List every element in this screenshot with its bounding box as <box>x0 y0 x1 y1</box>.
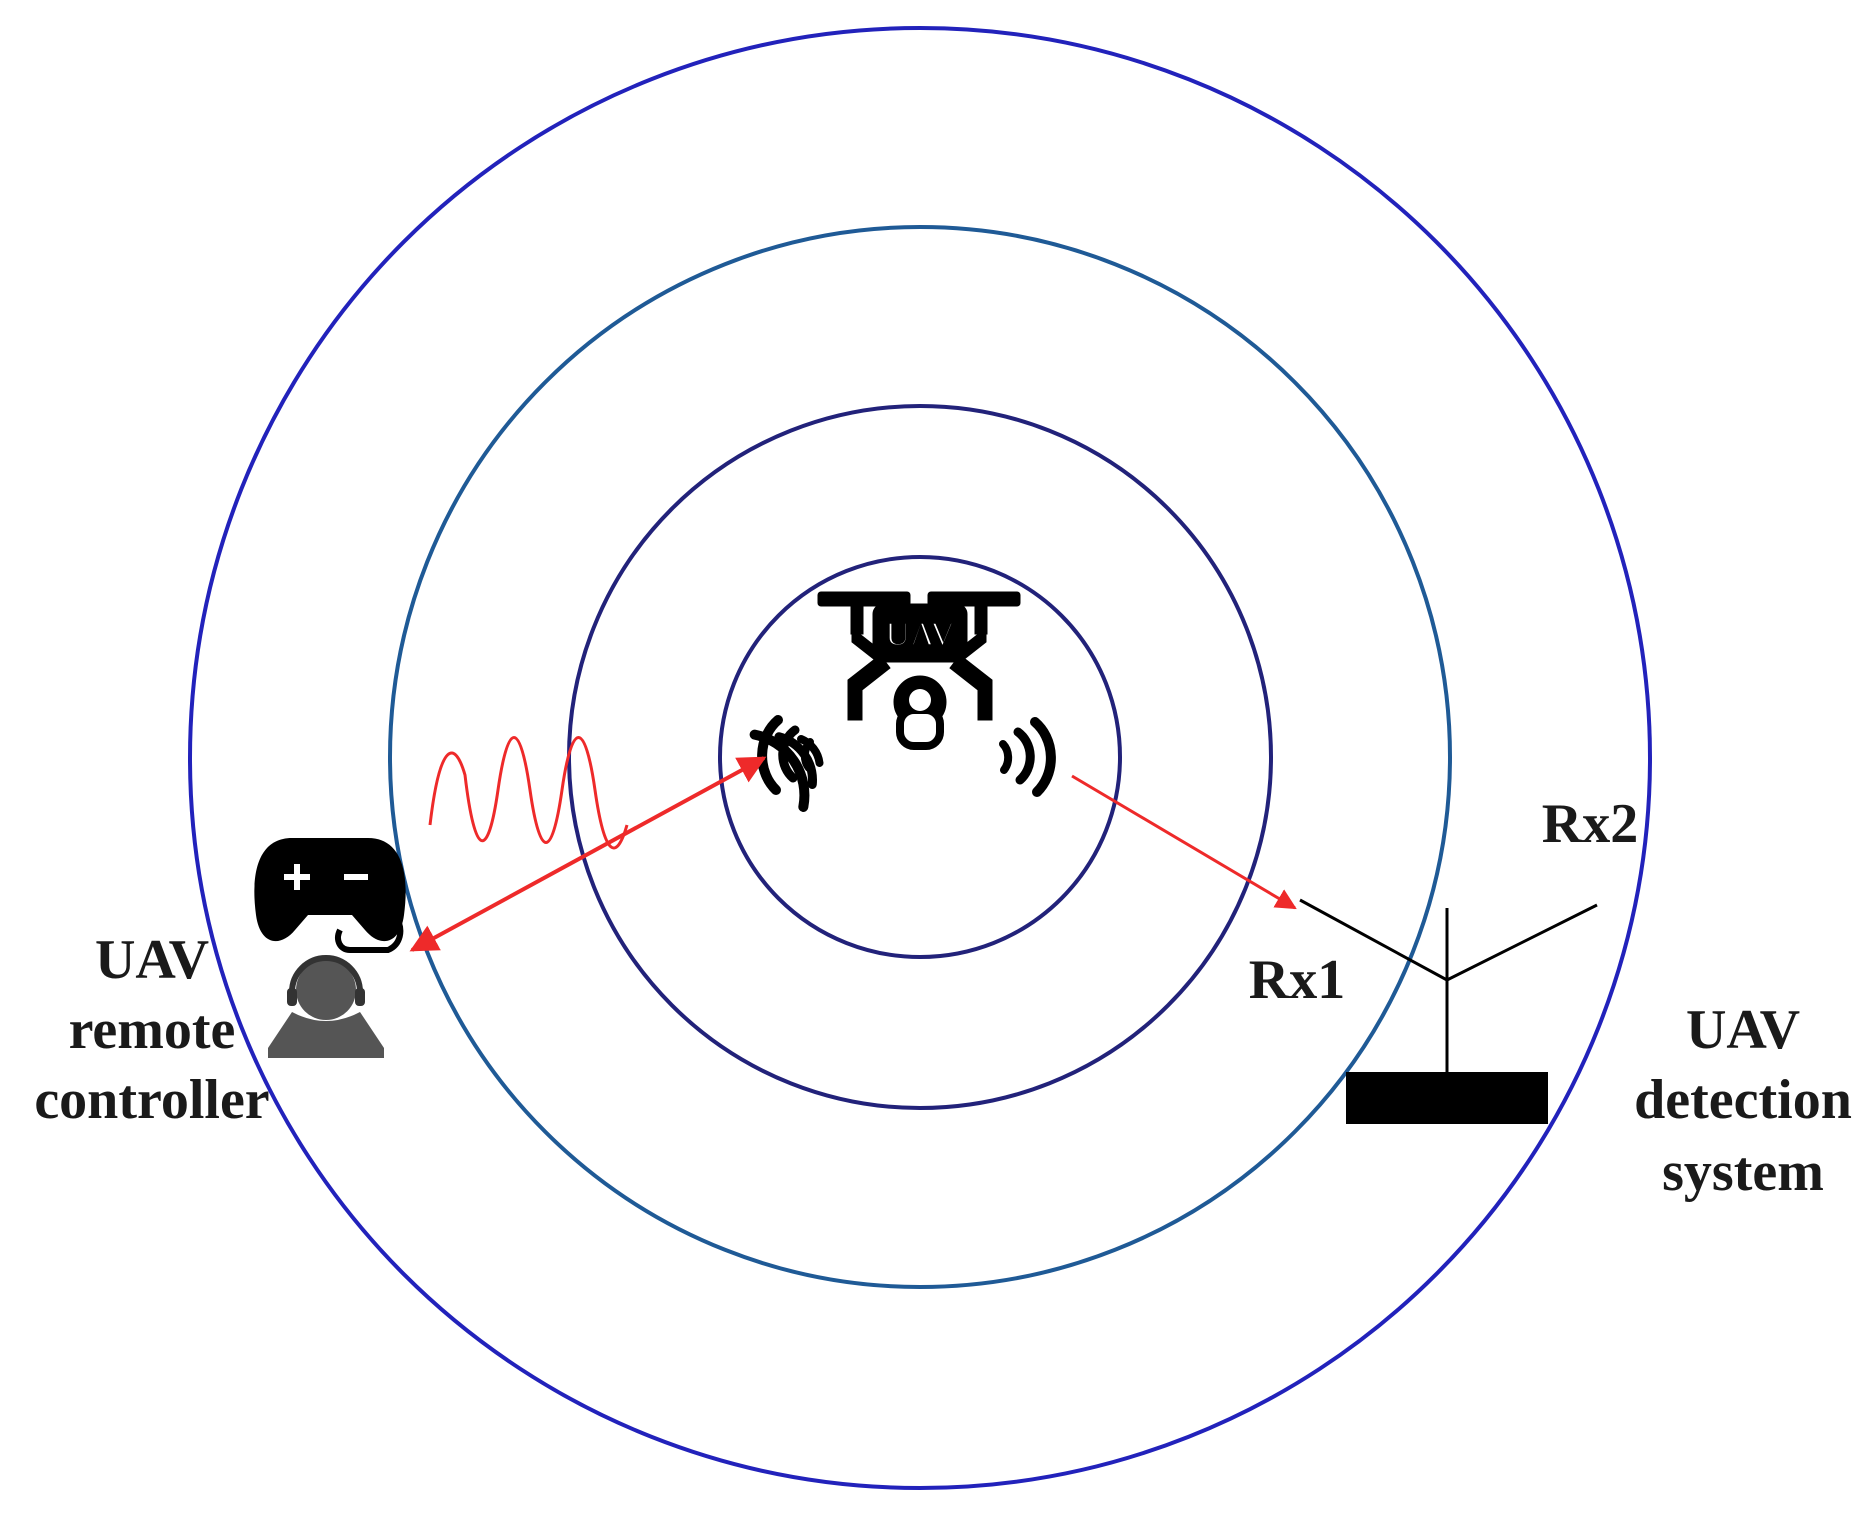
radio-waves-icon <box>999 717 1056 797</box>
svg-text:system: system <box>1662 1141 1824 1203</box>
signal-waveform <box>428 736 629 850</box>
rx1-label: Rx1 <box>1249 949 1345 1011</box>
remote-controller-label: UAV remote controller <box>34 929 269 1131</box>
svg-text:UAV: UAV <box>1686 999 1800 1061</box>
radio-waves-icon <box>749 715 824 812</box>
drone-icon: UAV <box>817 591 1021 750</box>
drone-label: UAV <box>885 616 955 653</box>
detection-system-label: UAV detection system <box>1634 999 1852 1203</box>
gamepad-icon <box>254 838 406 953</box>
svg-text:UAV: UAV <box>95 929 209 991</box>
emission-arrow <box>1071 774 1297 910</box>
antenna-icon <box>1299 898 1598 1124</box>
svg-text:controller: controller <box>34 1069 269 1131</box>
rx2-label: Rx2 <box>1542 793 1638 855</box>
control-link-arrow <box>409 756 767 952</box>
ring-second <box>567 404 1273 1110</box>
operator-icon <box>268 955 384 1058</box>
ring-third <box>388 225 1452 1289</box>
svg-text:remote: remote <box>69 999 236 1061</box>
coverage-rings <box>188 26 1652 1490</box>
svg-text:detection: detection <box>1634 1069 1852 1131</box>
ring-outer <box>188 26 1652 1490</box>
